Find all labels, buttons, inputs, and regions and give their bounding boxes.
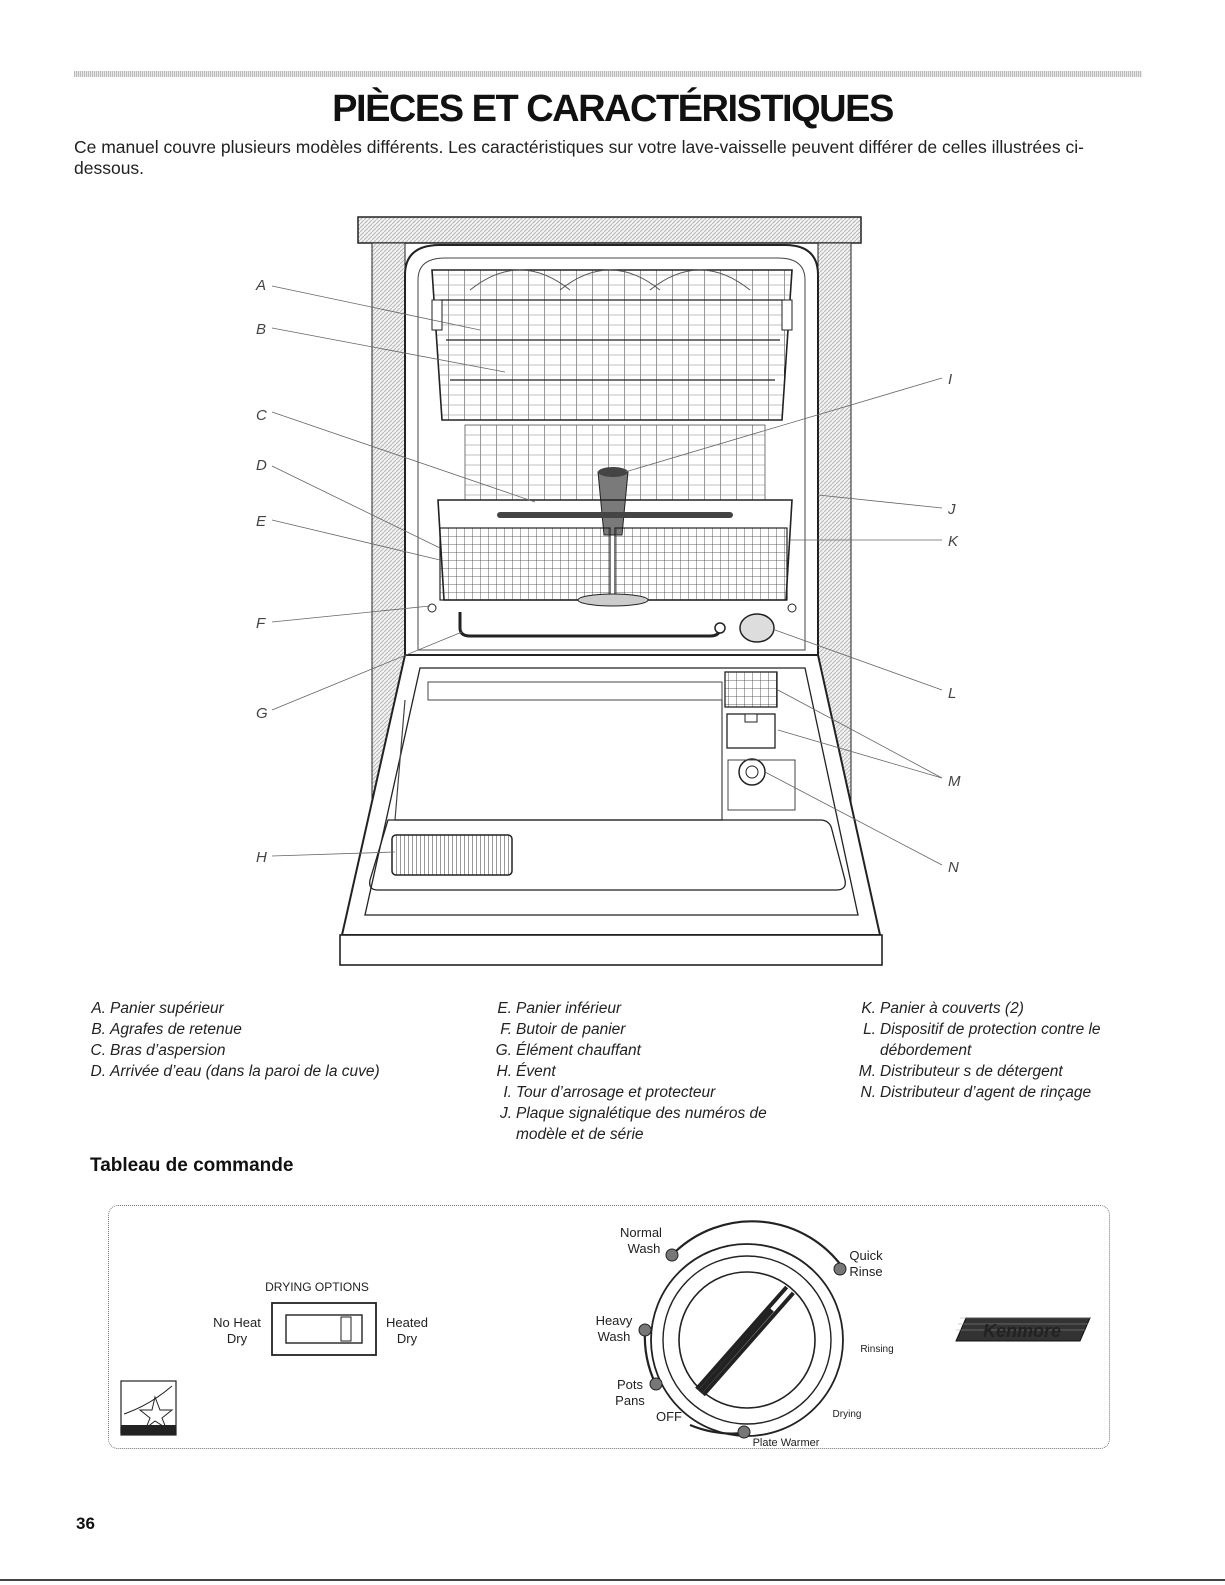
quick-rinse-label-2: Rinse bbox=[849, 1264, 882, 1279]
callout-d: D bbox=[256, 457, 267, 474]
caption-item: M.Distributeur s de détergent bbox=[858, 1063, 1063, 1080]
no-heat-label-2: Dry bbox=[227, 1331, 248, 1346]
caption-column-1: A.Panier supérieur B.Agrafes de retenue … bbox=[88, 998, 448, 1082]
caption-item: C.Bras d’aspersion bbox=[90, 1042, 226, 1059]
callout-g: G bbox=[256, 705, 268, 722]
no-heat-label: No Heat bbox=[213, 1315, 261, 1330]
pots-pans-indicator bbox=[649, 1377, 663, 1391]
plate-warmer-indicator bbox=[737, 1425, 751, 1439]
callout-n: N bbox=[948, 859, 959, 876]
control-panel-frame bbox=[108, 1205, 1110, 1449]
normal-wash-label-2: Wash bbox=[628, 1241, 661, 1256]
caption-column-3: K.Panier à couverts (2) L.Dispositif de … bbox=[856, 998, 1136, 1103]
normal-wash-label: Normal bbox=[620, 1225, 662, 1240]
normal-wash-indicator bbox=[665, 1248, 679, 1262]
heavy-wash-label-2: Wash bbox=[598, 1329, 631, 1344]
caption-item: G.Élément chauffant bbox=[495, 1042, 641, 1059]
vent bbox=[391, 834, 513, 876]
callout-f: F bbox=[256, 615, 266, 632]
callout-j: J bbox=[947, 501, 956, 518]
plate-warmer-label: Plate Warmer bbox=[753, 1437, 820, 1449]
detergent-dispenser-main bbox=[724, 671, 778, 708]
callout-l: L bbox=[948, 685, 956, 702]
energy-star-label: ENERGY STAR bbox=[120, 1426, 177, 1435]
caption-item: K.Panier à couverts (2) bbox=[861, 1000, 1024, 1017]
off-label: OFF bbox=[656, 1409, 682, 1424]
callout-i: I bbox=[948, 371, 952, 388]
pots-pans-label: Pots bbox=[617, 1377, 644, 1392]
drying-options-switch[interactable] bbox=[271, 1302, 377, 1356]
caption-item: J.Plaque signalétique des numéros de mod… bbox=[499, 1105, 767, 1143]
intro-paragraph: Ce manuel couvre plusieurs modèles diffé… bbox=[74, 137, 1084, 178]
caption-item: I.Tour d’arrosage et protecteur bbox=[503, 1084, 716, 1101]
caption-item: B.Agrafes de retenue bbox=[91, 1021, 242, 1038]
heavy-wash-indicator bbox=[638, 1323, 652, 1337]
heated-label-2: Dry bbox=[397, 1331, 418, 1346]
callout-b: B bbox=[256, 321, 266, 338]
rinsing-label: Rinsing bbox=[860, 1344, 893, 1355]
overfill-protector bbox=[739, 613, 775, 643]
callout-m: M bbox=[948, 773, 961, 790]
energy-star-logo: ENERGY STAR bbox=[120, 1380, 177, 1436]
kenmore-logo-text: Kenmore bbox=[983, 1321, 1061, 1341]
caption-item: F.Butoir de panier bbox=[500, 1021, 626, 1038]
callout-c: C bbox=[256, 407, 267, 424]
page-title: PIÈCES ET CARACTÉRISTIQUES bbox=[332, 88, 894, 130]
countertop bbox=[357, 216, 862, 244]
heavy-wash-label: Heavy bbox=[596, 1313, 633, 1328]
lower-rack bbox=[437, 499, 793, 607]
drying-options-title: DRYING OPTIONS bbox=[265, 1280, 369, 1294]
upper-rack bbox=[431, 269, 793, 421]
drying-label: Drying bbox=[833, 1409, 862, 1420]
pots-pans-label-2: Pans bbox=[615, 1393, 645, 1408]
caption-item: L.Dispositif de protection contre le déb… bbox=[863, 1021, 1101, 1059]
caption-item: D.Arrivée d’eau (dans la paroi de la cuv… bbox=[90, 1063, 380, 1080]
page-number: 36 bbox=[76, 1514, 95, 1533]
heated-label: Heated bbox=[386, 1315, 428, 1330]
control-panel-heading: Tableau de commande bbox=[90, 1155, 294, 1176]
door-bottom bbox=[339, 934, 883, 966]
caption-item: H.Évent bbox=[496, 1063, 556, 1080]
quick-rinse-label: Quick bbox=[849, 1248, 883, 1263]
bottom-rule bbox=[0, 1579, 1225, 1581]
caption-item: A.Panier supérieur bbox=[91, 1000, 224, 1017]
callout-h: H bbox=[256, 849, 267, 866]
callout-a: A bbox=[255, 277, 266, 294]
cycle-dial[interactable] bbox=[650, 1243, 844, 1437]
caption-item: E.Panier inférieur bbox=[497, 1000, 622, 1017]
top-rule bbox=[74, 71, 1142, 77]
caption-column-2: E.Panier inférieur F.Butoir de panier G.… bbox=[494, 998, 814, 1145]
caption-item: N.Distributeur d’agent de rinçage bbox=[860, 1084, 1092, 1101]
dishwasher-diagram: A B C D E F G H I J K L M N bbox=[255, 216, 961, 966]
callout-k: K bbox=[948, 533, 959, 550]
quick-rinse-indicator bbox=[833, 1262, 847, 1276]
callout-e: E bbox=[256, 513, 267, 530]
kenmore-logo: Kenmore bbox=[955, 1317, 1091, 1342]
